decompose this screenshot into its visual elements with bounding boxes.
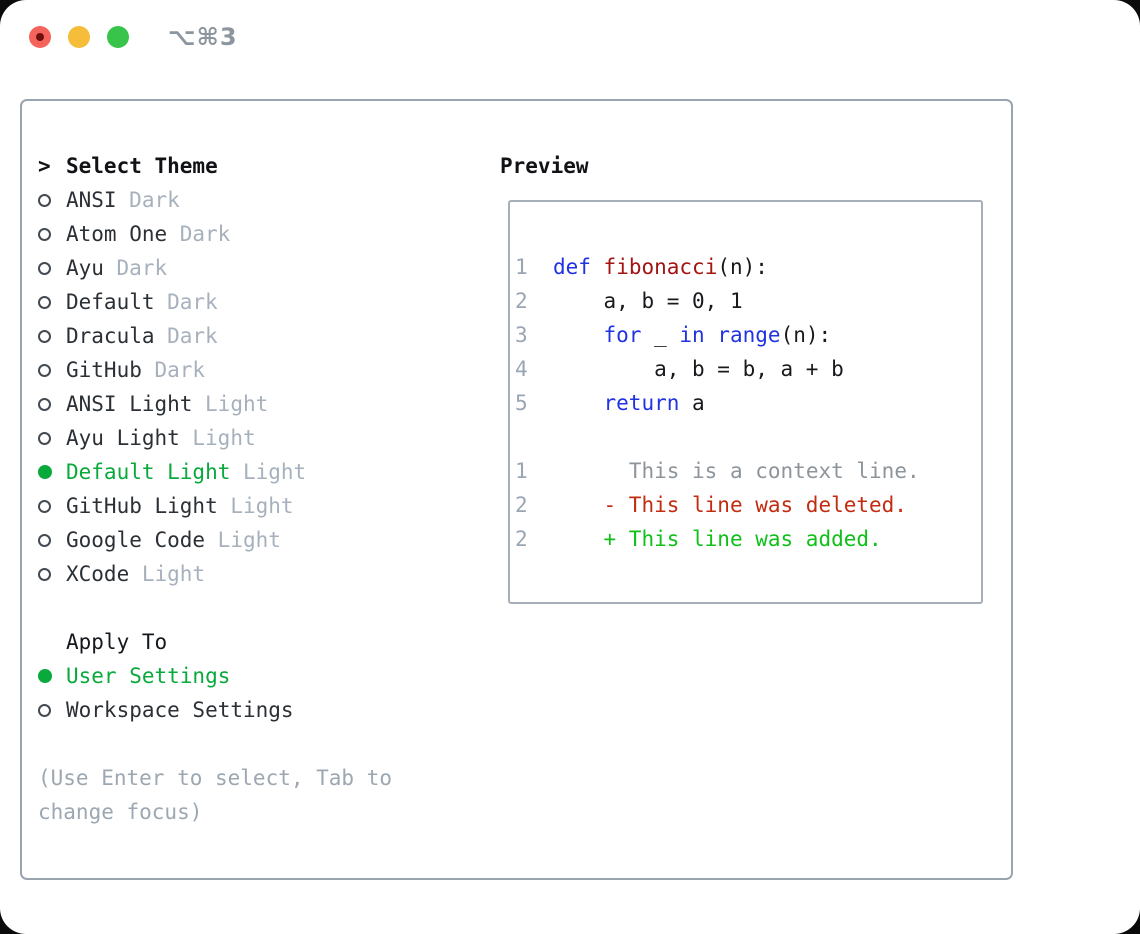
theme-option-default[interactable]: Default Dark	[38, 285, 392, 319]
theme-option-github-light[interactable]: GitHub Light Light	[38, 489, 392, 523]
theme-option-ansi-light[interactable]: ANSI Light Light	[38, 387, 392, 421]
theme-option-ayu[interactable]: Ayu Dark	[38, 251, 392, 285]
radio-icon	[38, 295, 51, 309]
option-label: Workspace Settings	[66, 698, 294, 722]
variant-tag: Light	[141, 562, 206, 586]
option-label: Ayu	[66, 256, 104, 280]
option-label: GitHub Light	[66, 494, 218, 518]
theme-option-google-code[interactable]: Google Code Light	[38, 523, 392, 557]
preview-line	[515, 420, 981, 454]
option-label: Default	[66, 290, 155, 314]
preview-line: 2 + This line was added.	[515, 527, 882, 551]
theme-option-github[interactable]: GitHub Dark	[38, 353, 392, 387]
preview-line: 1 This is a context line.	[515, 459, 920, 483]
theme-option-dracula[interactable]: Dracula Dark	[38, 319, 392, 353]
preview-line: 2 - This line was deleted.	[515, 493, 907, 517]
titlebar: ⌥⌘3	[0, 0, 1140, 74]
variant-tag: Dark	[116, 256, 168, 280]
option-label: User Settings	[66, 664, 231, 688]
option-label: GitHub	[66, 358, 142, 382]
radio-icon	[38, 499, 51, 513]
theme-option-default-light[interactable]: Default Light Light	[38, 455, 392, 489]
help-text: (Use Enter to select, Tab to change focu…	[38, 766, 393, 824]
window-title: ⌥⌘3	[168, 23, 238, 51]
traffic-lights	[29, 26, 129, 48]
radio-icon	[38, 193, 51, 207]
radio-icon	[38, 703, 51, 717]
apply-to-header: Apply To	[38, 625, 392, 659]
preview-line: 1 def fibonacci(n):	[515, 255, 768, 279]
preview-title: Preview	[500, 154, 589, 178]
variant-tag: Dark	[154, 358, 206, 382]
minimize-button[interactable]	[68, 26, 90, 48]
radio-icon	[38, 431, 51, 445]
option-label: Dracula	[66, 324, 155, 348]
option-label: ANSI	[66, 188, 117, 212]
radio-icon	[38, 533, 51, 547]
theme-option-xcode[interactable]: XCode Light	[38, 557, 392, 591]
option-label: Google Code	[66, 528, 206, 552]
close-button[interactable]	[29, 26, 51, 48]
apply-option-workspace-settings[interactable]: Workspace Settings	[38, 693, 392, 727]
preview-line: 4 a, b = b, a + b	[515, 357, 844, 381]
radio-icon	[38, 397, 51, 411]
option-label: XCode	[66, 562, 130, 586]
preview-box: 1 def fibonacci(n): 2 a, b = 0, 1 3 for _ …	[508, 200, 983, 604]
maximize-button[interactable]	[107, 26, 129, 48]
preview-line: 5 return a	[515, 391, 705, 415]
spacer	[38, 591, 392, 625]
radio-icon	[38, 227, 51, 241]
variant-tag: Light	[192, 426, 256, 450]
radio-selected-icon	[38, 669, 52, 683]
preview-line: 3 for _ in range(n):	[515, 323, 832, 347]
variant-tag: Dark	[167, 324, 218, 348]
apply-to-title: Apply To	[66, 630, 168, 654]
select-theme-title: Select Theme	[66, 154, 218, 178]
focus-caret-icon: >	[38, 154, 51, 178]
preview-code: 1 def fibonacci(n): 2 a, b = 0, 1 3 for _ …	[515, 250, 981, 556]
preview-line: 2 a, b = 0, 1	[515, 289, 743, 313]
variant-tag: Light	[242, 460, 307, 484]
theme-option-ayu-light[interactable]: Ayu Light Light	[38, 421, 392, 455]
variant-tag: Light	[205, 392, 269, 416]
select-theme-header: > Select Theme	[38, 149, 392, 183]
radio-icon	[38, 363, 51, 377]
option-label: Ayu Light	[66, 426, 180, 450]
option-label: Atom One	[66, 222, 168, 246]
apply-option-user-settings[interactable]: User Settings	[38, 659, 392, 693]
radio-icon	[38, 329, 51, 343]
option-label: Default Light	[66, 460, 231, 484]
variant-tag: Dark	[179, 222, 231, 246]
radio-icon	[38, 567, 51, 581]
variant-tag: Light	[230, 494, 294, 518]
radio-icon	[38, 261, 51, 275]
option-label: ANSI Light	[66, 392, 193, 416]
radio-selected-icon	[38, 465, 52, 479]
preview-column: Preview 1 def fibonacci(n): 2 a, b = 0, 1…	[500, 149, 983, 604]
variant-tag: Light	[217, 528, 281, 552]
theme-option-atom-one[interactable]: Atom One Dark	[38, 217, 392, 251]
variant-tag: Dark	[167, 290, 218, 314]
theme-option-ansi[interactable]: ANSI Dark	[38, 183, 392, 217]
variant-tag: Dark	[129, 188, 180, 212]
